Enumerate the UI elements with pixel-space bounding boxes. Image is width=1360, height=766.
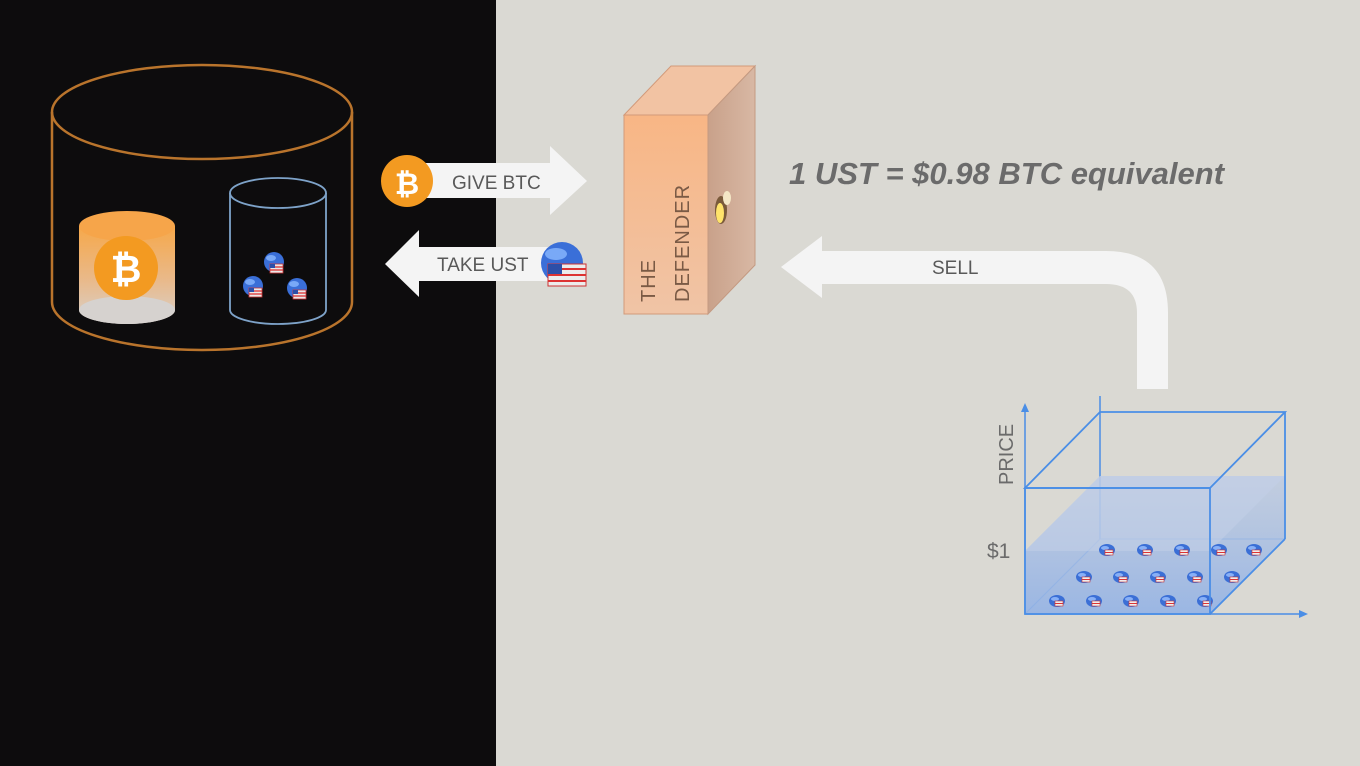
- sell-label: SELL: [932, 258, 978, 279]
- defender-label-defender: DEFENDER: [672, 184, 694, 302]
- take-ust-coin-icon: [541, 242, 587, 287]
- defender-box: THE DEFENDER: [622, 64, 757, 316]
- give-btc-label: GIVE BTC: [452, 173, 541, 194]
- take-ust-label: TAKE UST: [437, 255, 529, 276]
- defender-label-the: THE: [638, 259, 660, 302]
- liquidity-pool: PRICE $1: [987, 396, 1308, 618]
- sell-arrow: SELL: [781, 236, 1168, 389]
- bitcoin-icon: ₿: [94, 236, 158, 300]
- take-ust-arrow: TAKE UST: [385, 230, 587, 297]
- price-axis-label: PRICE: [996, 424, 1018, 485]
- equation-text: 1 UST = $0.98 BTC equivalent: [789, 156, 1226, 191]
- give-btc-bitcoin-icon: ₿: [395, 167, 419, 202]
- ust-coin-icon: [242, 251, 308, 300]
- bitcoin-symbol: ₿: [111, 247, 142, 291]
- ust-reserve-glass: [229, 177, 327, 325]
- left-panel: [0, 0, 496, 766]
- give-btc-arrow: ₿ GIVE BTC: [381, 146, 587, 215]
- dollar-one-label: $1: [987, 540, 1010, 563]
- reserve-cylinder: [50, 63, 354, 352]
- coin-slot-icon: [715, 191, 731, 224]
